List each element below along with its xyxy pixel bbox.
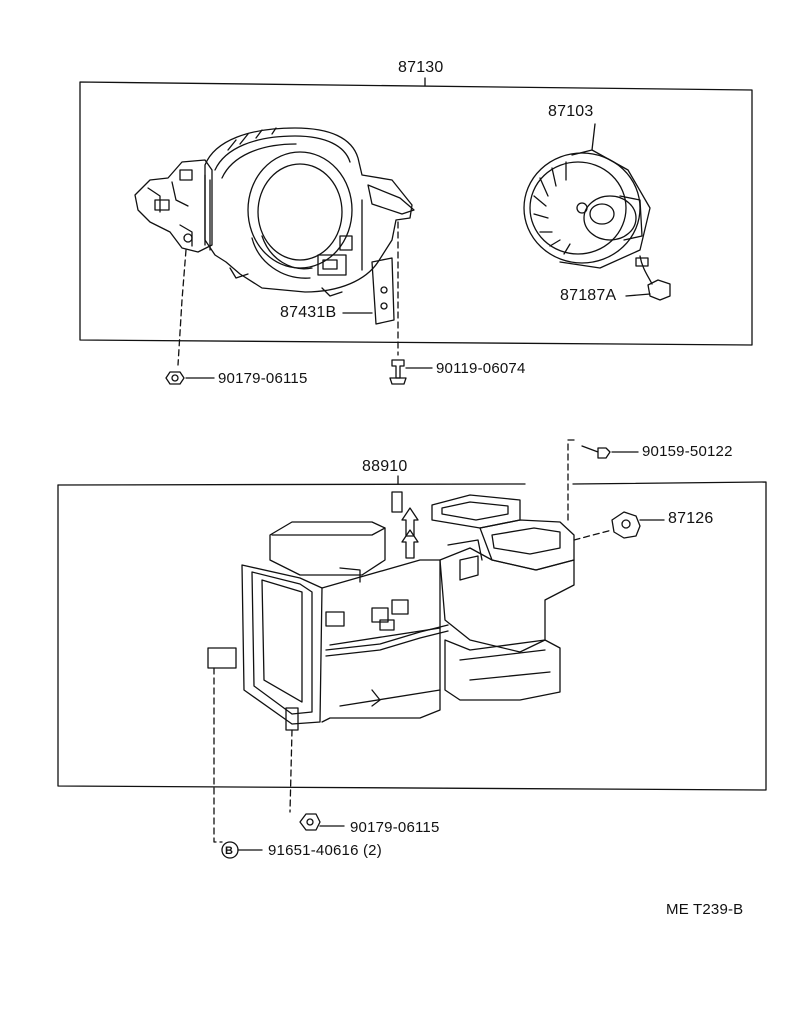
label-lower-screw: 90159-50122	[642, 443, 733, 460]
label-clip: 91651-40616 (2)	[268, 842, 382, 859]
label-88910: 88910	[362, 458, 408, 475]
label-lower-nut: 90179-06115	[350, 819, 440, 836]
upper-fasteners	[165, 221, 433, 385]
blower-motor-drawing	[523, 123, 671, 301]
lower-nut-drawing	[299, 813, 321, 831]
lower-screw-drawing	[581, 445, 611, 459]
upper-bolt-drawing	[391, 359, 405, 379]
upper-nut-drawing	[165, 371, 185, 385]
resistor-87187a-drawing	[647, 279, 671, 301]
label-87431b: 87431B	[280, 304, 337, 321]
diagram-code: ME T239-B	[666, 901, 744, 918]
bracket-87431b-drawing	[371, 257, 395, 325]
label-87126: 87126	[668, 510, 714, 527]
lower-group-frame	[57, 475, 767, 791]
label-upper-bolt: 90119-06074	[436, 360, 526, 377]
clip-badge-letter: B	[225, 845, 234, 857]
heater-unit-drawing	[207, 491, 665, 731]
upper-group-frame	[79, 77, 753, 346]
label-upper-nut: 90179-06115	[218, 370, 308, 387]
label-87130: 87130	[398, 59, 444, 76]
label-87187a: 87187A	[560, 287, 617, 304]
servo-87126-drawing	[611, 511, 641, 539]
lower-fasteners	[213, 439, 639, 859]
blower-case-drawing	[134, 127, 415, 325]
label-87103: 87103	[548, 103, 594, 120]
